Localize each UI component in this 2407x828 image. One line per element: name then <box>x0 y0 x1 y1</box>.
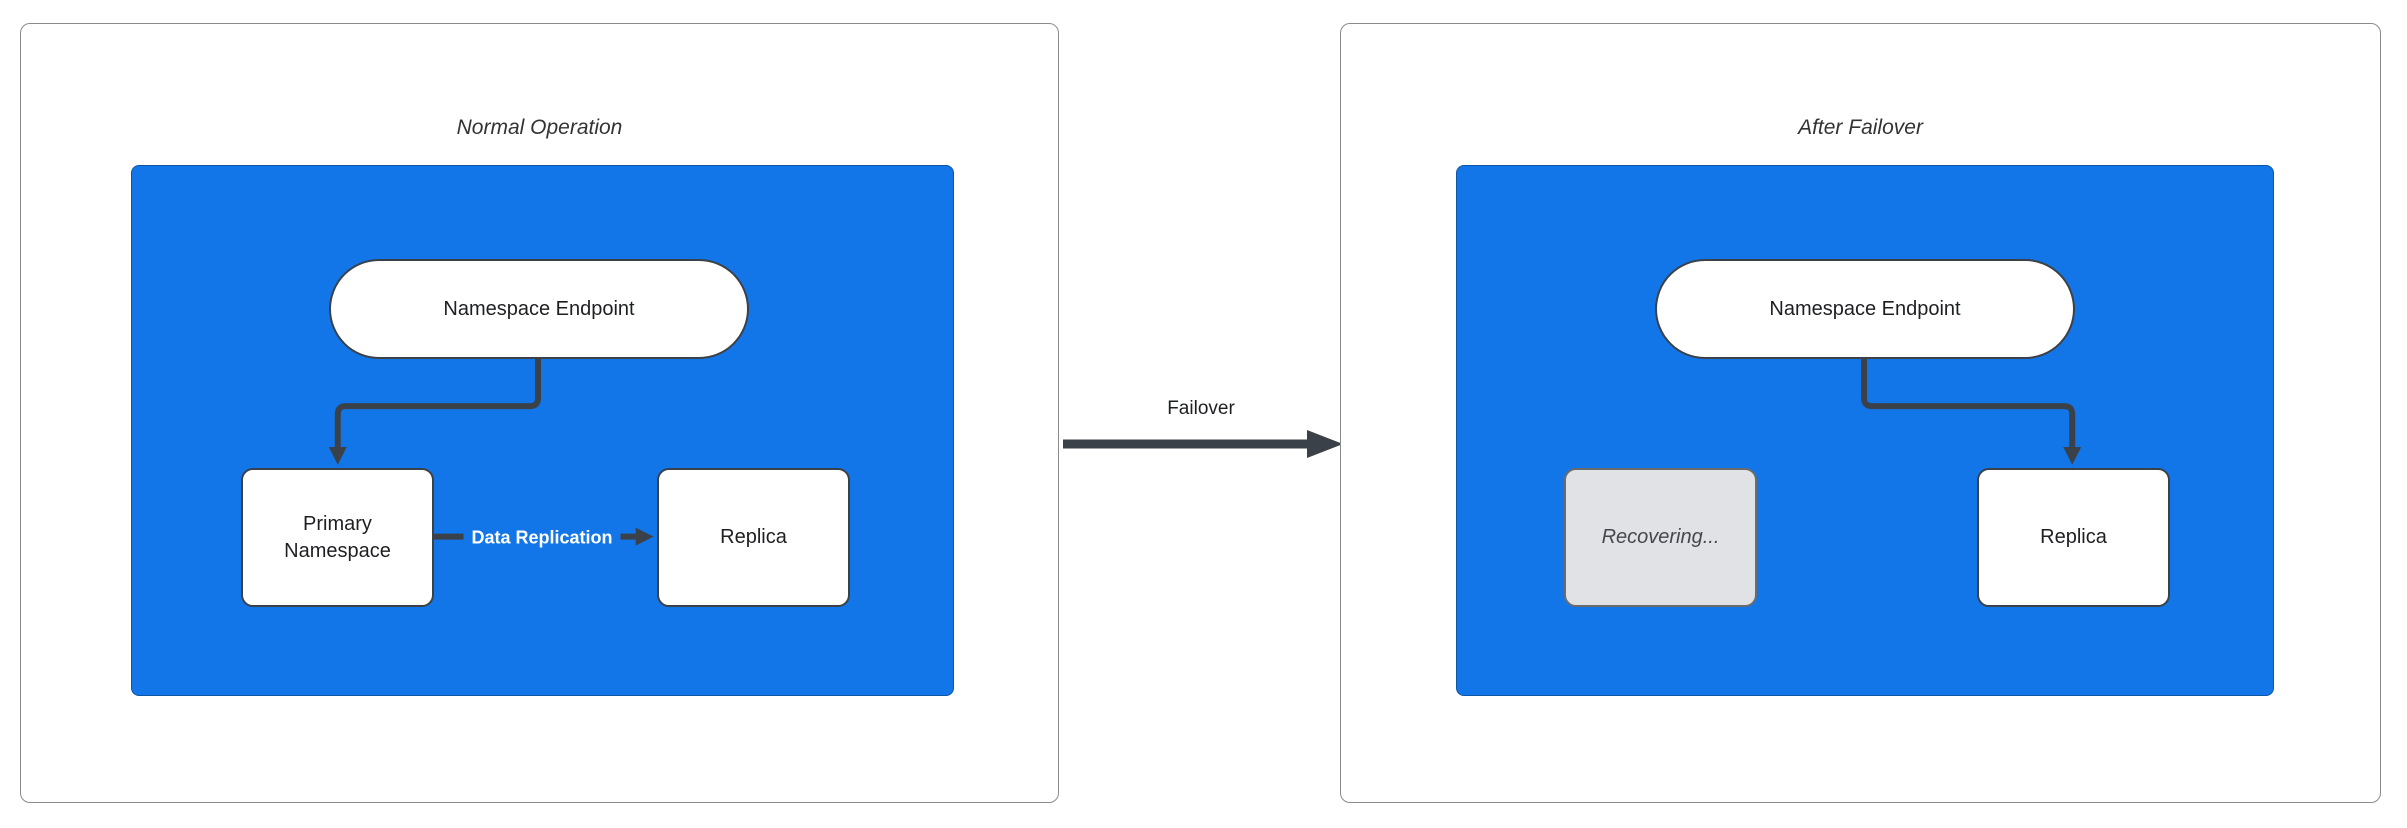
cluster-normal-operation: Namespace Endpoint Primary Namespace Rep… <box>131 165 954 696</box>
node-recovering-label: Recovering... <box>1601 526 1720 548</box>
edge-layer-right <box>1861 358 2082 465</box>
edge-endpoint-to-replica-line <box>1861 358 2076 449</box>
panel-normal-operation: Normal Operation Namespace Endpoint Prim… <box>20 23 1059 803</box>
node-namespace-endpoint-left: Namespace Endpoint <box>329 259 749 359</box>
node-recovering: Recovering... <box>1564 468 1757 607</box>
node-replica-left: Replica <box>657 468 850 607</box>
edge-label-data-replication: Data Replication <box>463 524 621 552</box>
failover-arrow-icon <box>1063 430 1343 458</box>
node-primary-namespace-label: Primary Namespace <box>284 512 391 562</box>
edge-primary-to-replica-arrowhead-icon <box>635 527 654 546</box>
edge-endpoint-to-replica-arrowhead-icon <box>2063 446 2082 465</box>
edge-endpoint-to-primary-arrowhead-icon <box>328 446 347 465</box>
edge-layer-left <box>328 358 654 546</box>
node-namespace-endpoint-left-label: Namespace Endpoint <box>443 297 635 320</box>
panel-after-failover: After Failover Namespace Endpoint Recove… <box>1340 23 2381 803</box>
cluster-after-failover: Namespace Endpoint Recovering... Replica <box>1456 165 2274 696</box>
panel-title-normal-operation: Normal Operation <box>456 116 623 139</box>
panel-title-after-failover: After Failover <box>1798 116 1923 139</box>
node-primary-namespace: Primary Namespace <box>241 468 434 607</box>
node-replica-right: Replica <box>1977 468 2170 607</box>
failover-arrow-label: Failover <box>1167 398 1235 419</box>
node-namespace-endpoint-right: Namespace Endpoint <box>1655 259 2075 359</box>
node-replica-right-label: Replica <box>2040 526 2107 548</box>
node-namespace-endpoint-right-label: Namespace Endpoint <box>1769 297 1961 320</box>
node-replica-left-label: Replica <box>720 526 787 548</box>
edge-endpoint-to-primary-line <box>334 358 542 449</box>
failover-arrowhead-icon <box>1307 430 1343 458</box>
